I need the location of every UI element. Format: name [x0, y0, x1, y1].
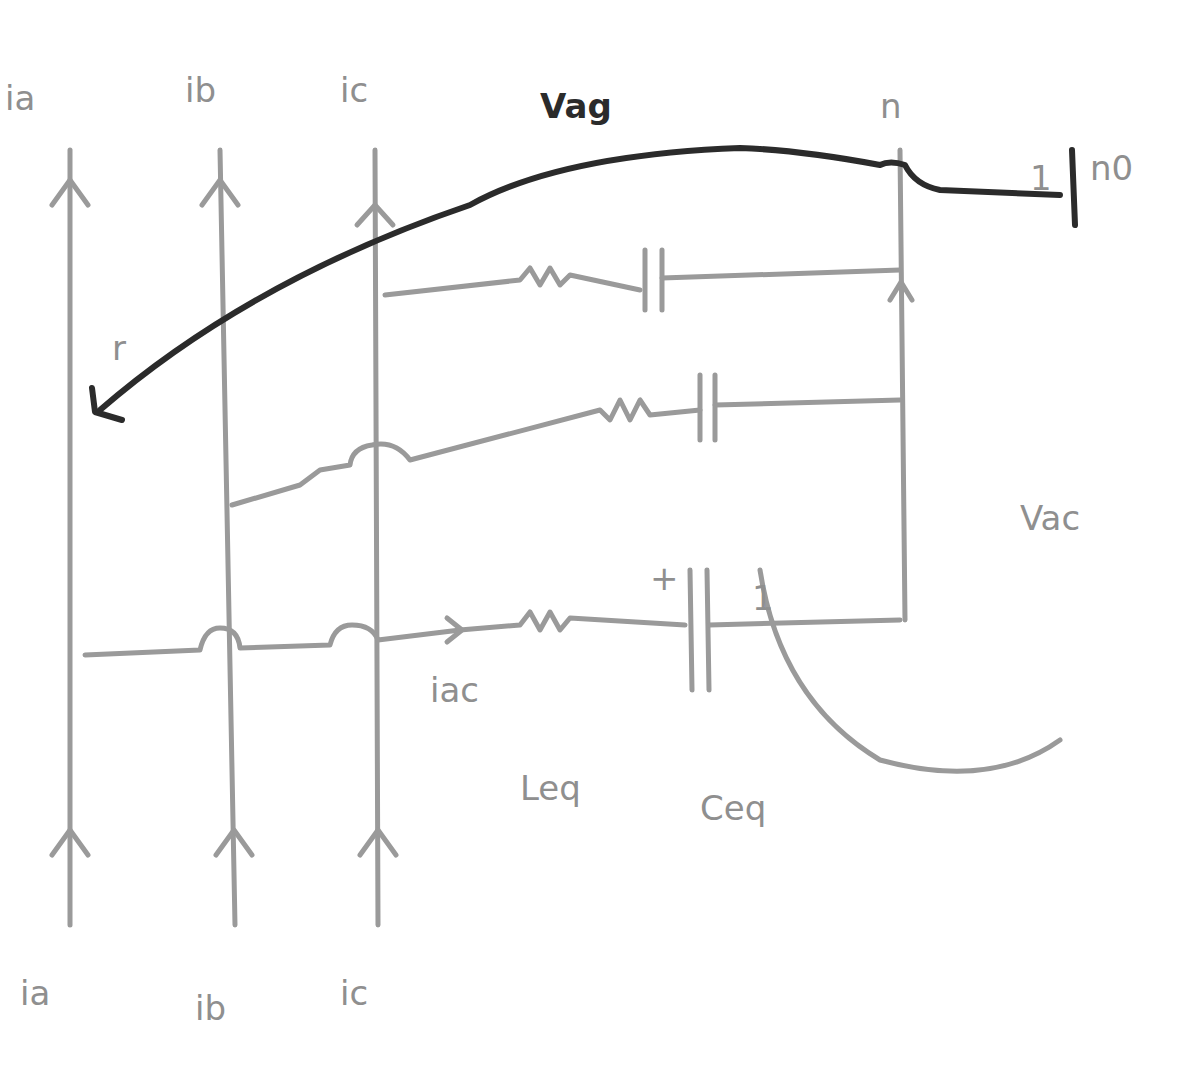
phase-wire [68, 150, 73, 925]
arrow-head [92, 388, 122, 420]
wire [709, 620, 900, 625]
voltage-arrow [100, 148, 1060, 410]
capacitor-symbol [690, 570, 709, 690]
arrow-head [357, 205, 393, 225]
capacitor-symbol [700, 375, 715, 440]
circuit-label: n [880, 88, 902, 125]
resistor-symbol [385, 268, 640, 295]
circuit-label: + [650, 560, 679, 597]
terminal-symbol [1072, 150, 1075, 225]
circuit-label: ia [20, 975, 50, 1012]
circuit-label: r [112, 330, 126, 367]
circuit-label: ic [340, 975, 368, 1012]
circuit-label: Vac [1020, 500, 1080, 537]
arrow-head [360, 830, 396, 855]
circuit-label: ib [185, 72, 216, 109]
arrow-head [447, 618, 462, 642]
inductor-symbol [85, 612, 685, 655]
arrow-head [52, 830, 88, 855]
arrow-head [216, 830, 252, 855]
circuit-label: iac [430, 672, 479, 709]
arrow-head [52, 180, 88, 205]
circuit-label: ic [340, 72, 368, 109]
leader-line [760, 570, 1060, 771]
arrow-head [202, 180, 238, 205]
phase-wire [220, 150, 235, 925]
circuit-label: 1 [752, 580, 774, 617]
circuit-label: 1 [1030, 160, 1052, 197]
circuit-label: ib [195, 990, 226, 1027]
circuit-label: Leq [520, 770, 581, 807]
resistor-symbol [232, 400, 700, 505]
circuit-label: Ceq [700, 790, 766, 827]
capacitor-symbol [645, 250, 662, 310]
neutral-wire [900, 150, 905, 620]
wire [715, 400, 900, 405]
circuit-label: Vag [540, 88, 612, 125]
circuit-label: ia [5, 80, 35, 117]
phase-wire [375, 150, 378, 925]
wire [662, 270, 900, 278]
arrow-head [890, 282, 912, 300]
circuit-label: n0 [1090, 150, 1133, 187]
